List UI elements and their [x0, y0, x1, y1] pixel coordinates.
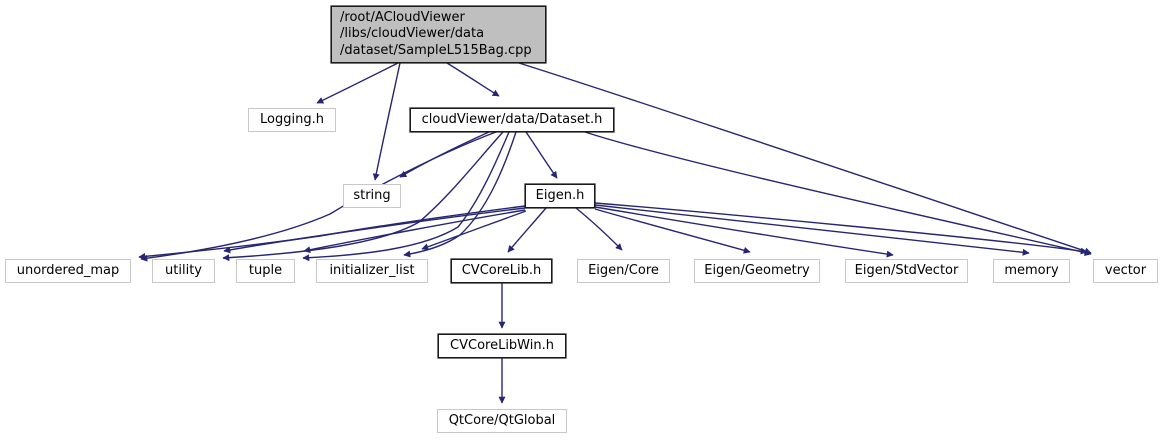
graph-node-label: Eigen/StdVector [854, 263, 959, 279]
graph-edge [303, 209, 526, 254]
graph-edge [518, 62, 1092, 255]
graph-edge [421, 210, 527, 251]
graph-edge [403, 131, 517, 258]
graph-edge [525, 131, 558, 179]
graph-node-dataset[interactable]: cloudViewer/data/Dataset.h [410, 108, 614, 132]
graph-node-label: memory [1004, 263, 1059, 279]
graph-node-label: Eigen/Core [588, 263, 659, 279]
graph-node-utility[interactable]: utility [152, 259, 215, 283]
graph-edge [316, 62, 399, 104]
graph-edge [446, 62, 500, 97]
graph-node-root[interactable]: /root/ACloudViewer /libs/cloudViewer/dat… [331, 6, 546, 63]
graph-node-label: cloudViewer/data/Dataset.h [421, 112, 603, 128]
graph-node-eigen[interactable]: Eigen.h [525, 184, 595, 208]
graph-node-label: /root/ACloudViewer /libs/cloudViewer/dat… [340, 9, 532, 58]
graph-node-tuple[interactable]: tuple [236, 259, 295, 283]
graph-node-label: CVCoreLibWin.h [450, 338, 554, 354]
graph-edge [222, 131, 504, 262]
graph-node-cvcorelibwin[interactable]: CVCoreLibWin.h [438, 334, 566, 358]
graph-node-qtglobal[interactable]: QtCore/QtGlobal [437, 409, 567, 433]
graph-edge [594, 204, 1030, 256]
graph-edge [138, 205, 526, 260]
graph-node-label: tuple [248, 263, 283, 279]
graph-node-label: Eigen.h [535, 188, 585, 204]
graph-node-eigen_geometry[interactable]: Eigen/Geometry [694, 259, 820, 283]
graph-node-logging[interactable]: Logging.h [248, 108, 336, 132]
edge-group [138, 62, 1092, 404]
graph-edge [575, 207, 623, 251]
graph-node-vector[interactable]: vector [1093, 259, 1158, 283]
graph-node-label: QtCore/QtGlobal [448, 413, 556, 429]
graph-edge [223, 207, 526, 254]
graph-node-label: initializer_list [329, 263, 415, 279]
graph-node-eigen_stdvector[interactable]: Eigen/StdVector [845, 259, 968, 283]
graph-node-memory[interactable]: memory [993, 259, 1070, 283]
graph-edge [594, 202, 1088, 255]
graph-node-label: utility [165, 263, 202, 279]
graph-node-label: string [353, 188, 391, 204]
graph-node-label: Logging.h [260, 112, 324, 128]
graph-edge [584, 131, 1092, 256]
graph-edge [372, 62, 401, 181]
graph-node-label: vector [1104, 263, 1147, 279]
graph-node-unordered_map[interactable]: unordered_map [5, 259, 131, 283]
graph-edge [594, 206, 894, 258]
graph-edge [302, 131, 510, 262]
graph-edge [507, 207, 547, 253]
graph-node-label: Eigen/Geometry [704, 263, 810, 279]
graph-node-label: unordered_map [16, 263, 120, 279]
graph-edge [399, 131, 490, 178]
graph-edge [140, 131, 497, 262]
graph-node-string[interactable]: string [343, 184, 401, 208]
graph-node-cvcorelib[interactable]: CVCoreLib.h [451, 259, 552, 283]
graph-node-eigen_core[interactable]: Eigen/Core [577, 259, 670, 283]
graph-node-initializer_list[interactable]: initializer_list [316, 259, 428, 283]
graph-node-label: CVCoreLib.h [461, 263, 542, 279]
graph-edge [594, 208, 751, 254]
